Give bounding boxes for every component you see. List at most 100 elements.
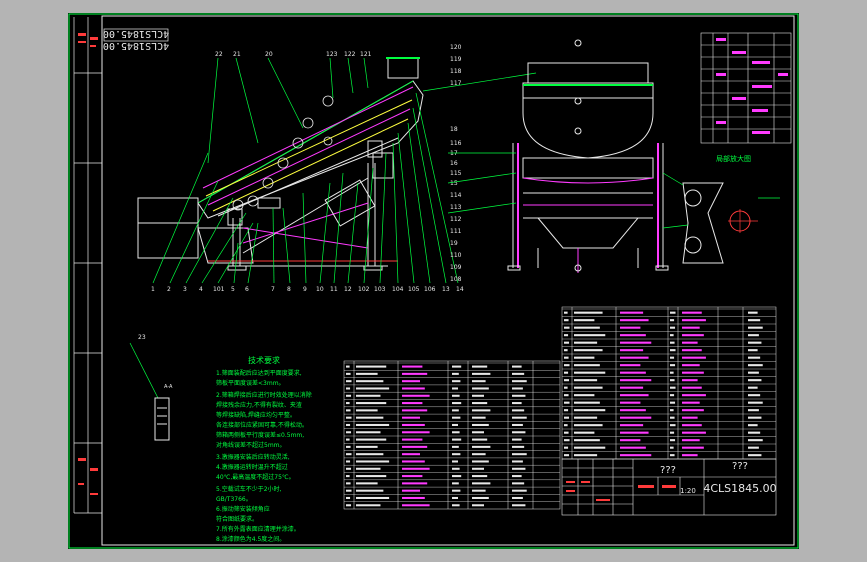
balloon-15: 15 (450, 180, 458, 187)
balloon-21: 21 (233, 51, 241, 58)
bom-cell-mark (670, 424, 676, 427)
technical-requirements: 技术要求 1.筛面装配后应达到平面度要求, 筛板平面度误差<3mm。 2.筛箱焊… (216, 355, 312, 543)
bom-cell-mark (472, 438, 488, 441)
bom-cell-mark (472, 489, 486, 492)
drawing-number: 4CLS1845.00 (703, 482, 776, 495)
balloon-120: 120 (450, 44, 462, 51)
bom-cell-mark (512, 409, 525, 412)
bom-cell-mark (620, 319, 649, 322)
bom-cell-mark (452, 387, 458, 390)
tech-req-line: 符合图纸要求。 (216, 515, 258, 523)
bom-cell-mark (346, 467, 352, 470)
outer-frame (68, 13, 799, 549)
bom-cell-mark (670, 446, 674, 449)
bom-cell-mark (346, 402, 350, 405)
bom-cell-mark (670, 416, 675, 419)
bom-cell-mark (346, 496, 351, 499)
bom-cell-mark (620, 424, 644, 427)
bom-cell-mark (620, 334, 646, 337)
bom-cell-mark (402, 380, 420, 383)
bom-cell-mark (620, 379, 652, 382)
bom-cell-mark (670, 439, 676, 442)
bom-cell-mark (402, 423, 425, 426)
left-title-strip (73, 17, 102, 514)
bom-cell-mark (670, 431, 675, 434)
bom-cell-mark (452, 438, 462, 441)
bom-cell-mark (748, 326, 763, 329)
bom-cell-mark (682, 379, 698, 382)
bom-cell-mark (564, 454, 570, 457)
balloon-17: 17 (450, 150, 458, 157)
bom-cell-mark (346, 489, 352, 492)
bom-cell-mark (472, 453, 486, 456)
balloon-101: 101 (213, 286, 225, 293)
bom-cell-mark (402, 475, 423, 478)
bom-cell-mark (356, 416, 384, 419)
bom-cell-mark (346, 504, 352, 507)
bom-cell-mark (512, 416, 527, 419)
bom-cell-mark (356, 394, 381, 397)
bom-cell-mark (452, 402, 462, 405)
bom-cell-mark (346, 380, 352, 383)
cad-drawing-viewport[interactable]: 4CLS1845.00 4CLS1845.00 (68, 13, 799, 549)
bom-cell-mark (512, 372, 525, 375)
bom-cell-mark (472, 460, 489, 463)
bom-cell-mark (564, 326, 570, 329)
bom-cell-mark (564, 349, 568, 352)
bom-cell-mark (564, 416, 570, 419)
bom-cell-mark (356, 431, 381, 434)
balloon-105: 105 (408, 286, 420, 293)
bom-cell-mark (472, 365, 488, 368)
bom-cell-mark (574, 386, 603, 389)
bom-cell-mark (512, 380, 527, 383)
bom-cell-mark (356, 409, 378, 412)
bom-cell-mark (574, 371, 606, 374)
balloon-23: 23 (138, 334, 146, 341)
bom-cell-mark (512, 445, 525, 448)
bom-cell-mark (402, 438, 423, 441)
bom-cell-mark (356, 467, 381, 470)
bom-cell-mark (620, 349, 644, 352)
bom-cell-mark (574, 379, 598, 382)
bom-cell-mark (402, 394, 430, 397)
balloon-109: 109 (450, 264, 462, 271)
bom-cell-mark (402, 453, 420, 456)
bom-cell-mark (452, 409, 459, 412)
bom-cell-mark (402, 504, 430, 507)
bom-cell-mark (512, 365, 522, 368)
bom-cell-mark (452, 423, 458, 426)
bom-cell-mark (574, 416, 598, 419)
bom-cell-mark (512, 402, 522, 405)
tech-req-line: 对角线误差不超过5mm。 (216, 441, 286, 449)
bom-cell-mark (670, 349, 676, 352)
title-block (561, 458, 777, 516)
screen-side-view (137, 57, 424, 271)
bom-cell-mark (402, 365, 423, 368)
balloon-7: 7 (271, 286, 275, 293)
bom-cell-mark (346, 438, 350, 441)
bom-cell-mark (356, 504, 381, 507)
bom-cell-mark (748, 424, 758, 427)
balloon-19: 19 (450, 240, 458, 247)
bom-cell-mark (472, 372, 491, 375)
bom-cell-mark (512, 423, 523, 426)
small-part-view: 23 A-A (129, 334, 173, 441)
bom-cell-mark (574, 364, 600, 367)
bom-cell-mark (620, 401, 641, 404)
bom-cell-mark (472, 431, 484, 434)
bom-cell-mark (512, 482, 525, 485)
bom-cell-mark (574, 446, 606, 449)
bom-cell-mark (346, 394, 352, 397)
tech-req-line: 5.空载试车不少于2小时, (216, 485, 282, 493)
bom-cell-mark (670, 364, 676, 367)
bom-cell-mark (620, 446, 646, 449)
bom-cell-mark (670, 334, 674, 337)
bom-cell-mark (452, 394, 460, 397)
bom-cell-mark (682, 341, 698, 344)
tech-req-line: GB/T3766。 (216, 496, 252, 503)
bom-cell-mark (670, 319, 675, 322)
bom-cell-mark (346, 431, 352, 434)
title-placeholder-right: ??? (732, 461, 748, 472)
bom-cell-mark (564, 364, 570, 367)
bom-cell-mark (564, 446, 569, 449)
